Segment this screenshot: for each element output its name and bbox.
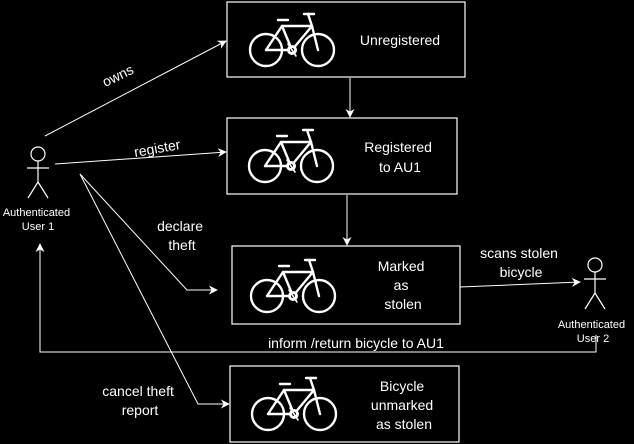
- edge-declare-theft: declare theft: [79, 173, 218, 295]
- state-registered: Registered to AU1: [226, 117, 458, 195]
- edge-scans-stolen-bicycle: scans stolen bicycle: [459, 245, 581, 288]
- edge-label-cancel-line-1: cancel theft: [102, 383, 174, 399]
- state-bicycle-unmarked: Bicycle unmarked as stolen: [229, 365, 460, 443]
- edge-label-inform-line-1: inform /return bicycle to AU1: [268, 335, 444, 351]
- edge-inform-return: inform /return bicycle to AU1: [35, 243, 597, 353]
- actor-label-user-2: Authenticated User 2: [558, 319, 628, 345]
- edge-label-owns: owns: [100, 61, 136, 90]
- edge-label-cancel-theft-report: cancel theft report: [102, 383, 178, 418]
- edge-label-inform: inform /return bicycle to AU1: [268, 335, 444, 351]
- edge-label-declare-theft-line-2: theft: [168, 237, 195, 253]
- state-unregistered-line-1: Unregistered: [360, 32, 440, 48]
- state-label-unregistered: Unregistered: [360, 32, 440, 48]
- actor-user-1-line-1: Authenticated: [3, 207, 70, 219]
- actor-authenticated-user-1: Authenticated User 1: [3, 146, 73, 233]
- actor-user-2-line-2: User 2: [577, 333, 609, 345]
- stick-figure-icon: [584, 257, 606, 310]
- state-label-unmarked: Bicycle unmarked as stolen: [371, 378, 437, 432]
- state-stolen-line-2: as: [394, 277, 409, 293]
- edge-label-declare-theft: declare theft: [157, 218, 207, 253]
- edge-cancel-theft-report: cancel theft report: [79, 173, 230, 418]
- edge-label-cancel-line-2: report: [122, 402, 159, 418]
- actor-authenticated-user-2: Authenticated User 2: [558, 257, 628, 345]
- edge-label-owns-line-1: owns: [100, 61, 136, 90]
- state-marked-as-stolen: Marked as stolen: [231, 245, 461, 325]
- state-unmarked-line-1: Bicycle: [380, 378, 425, 394]
- state-registered-line-2: to AU1: [379, 159, 421, 175]
- state-registered-line-1: Registered: [364, 139, 432, 155]
- edge-register: register: [54, 136, 227, 165]
- actor-user-2-line-1: Authenticated: [558, 319, 625, 331]
- state-unmarked-line-3: as stolen: [376, 416, 432, 432]
- state-stolen-line-1: Marked: [378, 258, 425, 274]
- actor-label-user-1: Authenticated User 1: [3, 207, 73, 233]
- actor-user-1-line-2: User 1: [22, 221, 54, 233]
- edge-owns: owns: [44, 40, 227, 137]
- state-stolen-line-3: stolen: [384, 296, 421, 312]
- state-label-registered: Registered to AU1: [364, 139, 436, 175]
- edge-label-declare-theft-line-1: declare: [157, 218, 203, 234]
- state-unmarked-line-2: unmarked: [371, 397, 433, 413]
- stick-figure-icon: [27, 146, 49, 199]
- edge-label-scans: scans stolen bicycle: [480, 245, 562, 280]
- edge-label-scans-line-1: scans stolen: [480, 245, 558, 261]
- state-label-stolen: Marked as stolen: [378, 258, 429, 312]
- state-unregistered: Unregistered: [226, 1, 466, 78]
- edge-label-scans-line-2: bicycle: [500, 264, 543, 280]
